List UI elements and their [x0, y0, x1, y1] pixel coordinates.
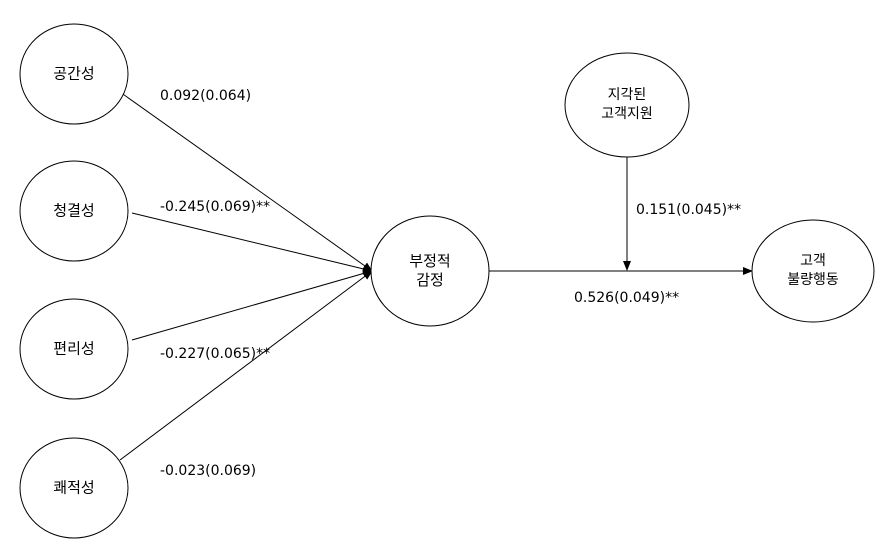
edge-clean-to-emotion-label: -0.245(0.069)**: [160, 199, 271, 215]
edge-support-moderation-label: 0.151(0.045)**: [636, 202, 742, 218]
node-misbehavior-line1: 고객: [800, 253, 826, 269]
node-negative-emotion-label: 부정적 감정: [409, 252, 450, 290]
node-convenience: [19, 298, 129, 400]
edge-space-to-emotion: [119, 91, 373, 272]
node-negative-emotion-line2: 감정: [416, 271, 444, 289]
node-perceived-support-line2: 고객지원: [601, 106, 653, 122]
node-space-label: 공간성: [53, 64, 95, 83]
node-clean-label: 청결성: [53, 201, 95, 220]
node-perceived-support-label: 지각된 고객지원: [601, 86, 653, 124]
node-negative-emotion-line1: 부정적: [409, 252, 451, 270]
node-misbehavior: [751, 219, 875, 323]
edge-emotion-to-misbehavior-label: 0.526(0.049)**: [574, 290, 680, 306]
node-misbehavior-line2: 불량행동: [787, 272, 839, 288]
node-comfort-label: 쾌적성: [53, 478, 95, 497]
edge-comfort-to-emotion-label: -0.023(0.069): [160, 463, 257, 479]
edge-comfort-to-emotion: [119, 270, 373, 461]
node-perceived-support: [564, 52, 690, 158]
edge-convenience-to-emotion: [131, 269, 373, 341]
node-convenience-label: 편리성: [53, 339, 95, 358]
node-misbehavior-label: 고객 불량행동: [787, 252, 839, 290]
node-comfort: [19, 437, 129, 539]
node-perceived-support-line1: 지각된: [607, 87, 647, 103]
edge-space-to-emotion-label: 0.092(0.064): [160, 88, 252, 104]
edge-convenience-to-emotion-label: -0.227(0.065)**: [160, 346, 271, 362]
edge-clean-to-emotion: [131, 212, 373, 273]
node-clean: [19, 160, 129, 262]
node-space: [19, 23, 129, 125]
node-negative-emotion: [370, 215, 490, 327]
